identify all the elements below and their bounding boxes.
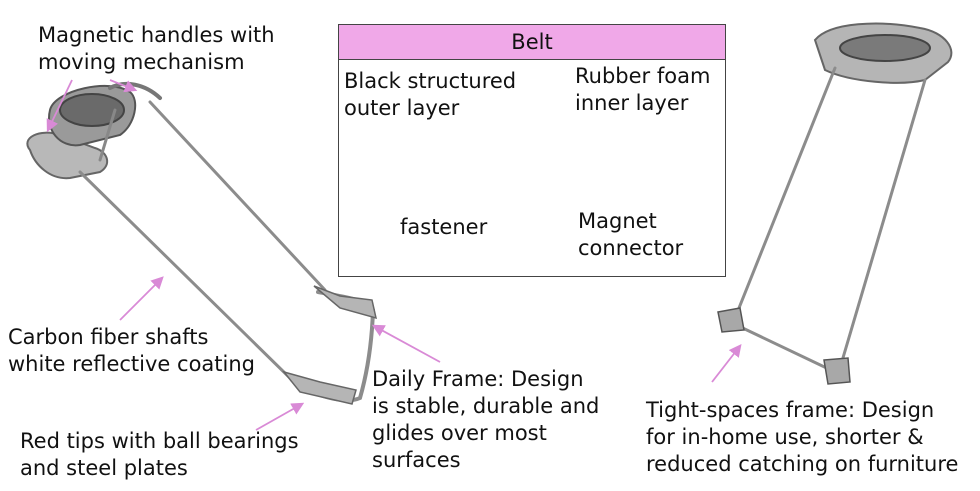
tight-spaces-frame <box>717 22 953 385</box>
label-daily-frame: Daily Frame: Design is stable, durable a… <box>372 367 600 472</box>
label-belt-inner-layer: Rubber foam inner layer <box>575 64 711 115</box>
daily-frame-handle <box>26 131 109 180</box>
daily-frame-tip-bottom <box>281 370 357 405</box>
daily-frame-tip-top <box>313 285 378 320</box>
daily-frame-shaft-left <box>78 170 294 382</box>
tight-frame-bottom-bar <box>728 320 837 374</box>
tight-frame-shaft-left <box>733 66 837 320</box>
arrow-tight-spaces <box>711 344 742 383</box>
label-magnetic-handles: Magnetic handles with moving mechanism <box>38 23 275 74</box>
label-red-tips: Red tips with ball bearings and steel pl… <box>20 429 299 480</box>
daily-frame-crossbar <box>98 108 117 162</box>
daily-frame <box>26 81 378 405</box>
tight-frame-shaft-right <box>838 78 927 370</box>
arrow-carbon-fiber <box>119 276 164 321</box>
label-belt-magnet: Magnet connector <box>578 209 684 260</box>
arrow-red-tips <box>255 402 305 431</box>
label-belt-fastener: fastener <box>400 215 488 239</box>
tight-frame-tip-right <box>823 357 851 385</box>
daily-frame-shaft-right <box>148 100 327 292</box>
arrow-daily-frame <box>371 324 441 363</box>
label-carbon-fiber: Carbon fiber shafts white reflective coa… <box>8 325 255 376</box>
label-tight-spaces: Tight-spaces frame: Design for in-home u… <box>646 398 959 476</box>
daily-frame-handle-ring <box>59 93 125 127</box>
tight-frame-tip-left <box>717 307 745 333</box>
arrow-magnetic-handles <box>46 79 73 133</box>
tight-frame-handle-ring <box>839 34 931 62</box>
belt-title: Belt <box>339 25 725 60</box>
arrow-magnetic-handles-2 <box>109 79 138 93</box>
belt-inset-box: Belt <box>338 24 726 277</box>
label-belt-outer-layer: Black structured outer layer <box>344 69 517 120</box>
